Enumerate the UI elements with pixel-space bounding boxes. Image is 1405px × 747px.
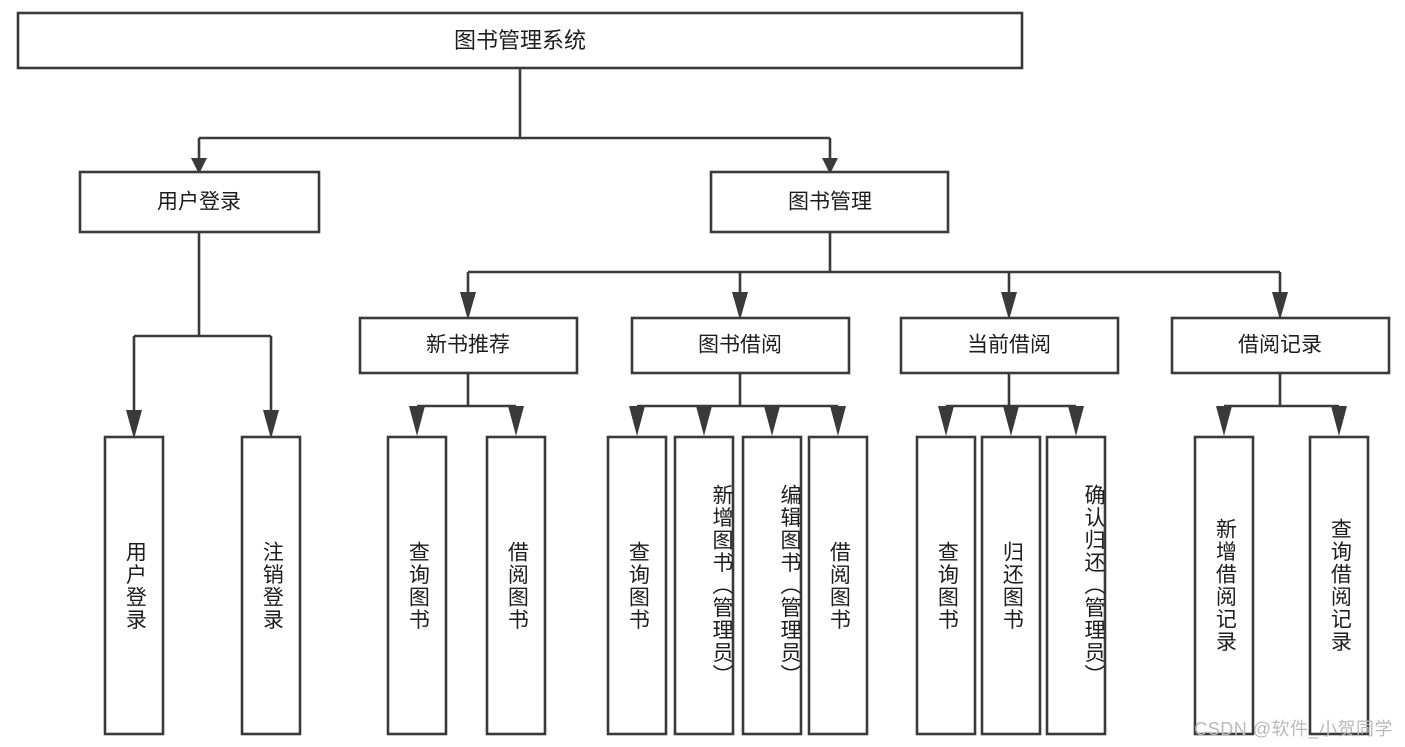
node-leaf-add-record-box[interactable]: [1193, 435, 1255, 736]
node-user-login-box[interactable]: [78, 170, 321, 234]
node-leaf-borrow-book-2-box[interactable]: [807, 435, 869, 736]
node-borrow-record[interactable]: 借阅记录: [1170, 316, 1391, 375]
node-leaf-return-book-box[interactable]: [980, 435, 1042, 736]
node-book-borrow-label: 图书借阅: [698, 334, 782, 357]
node-book-manage-box[interactable]: [709, 170, 950, 234]
arrow-head-leaf-user-logout: [263, 410, 279, 439]
arrow-head-book-manage: [822, 158, 838, 174]
node-leaf-query-book-3-box[interactable]: [915, 435, 977, 736]
arrow-head-current-borrow: [1001, 292, 1017, 320]
node-new-book-rec-box[interactable]: [358, 316, 579, 375]
node-book-manage-label: 图书管理: [788, 191, 872, 214]
node-leaf-query-book-2-box[interactable]: [606, 435, 668, 736]
node-leaf-user-logout-box[interactable]: [240, 435, 302, 736]
arrow-head-leaf-query-book-3: [938, 406, 954, 436]
node-new-book-rec-label: 新书推荐: [426, 334, 510, 357]
node-leaf-query-book-1-box[interactable]: [386, 435, 448, 736]
node-book-borrow-box[interactable]: [630, 316, 851, 375]
arrow-head-leaf-query-book-2: [629, 406, 645, 436]
node-borrow-record-box[interactable]: [1170, 316, 1391, 375]
node-root-label: 图书管理系统: [454, 28, 586, 53]
arrow-head-leaf-query-book-1: [409, 406, 425, 436]
node-layer: 图书管理系统 用户登录 图书管理 新书推荐 图书借阅: [16, 11, 1391, 736]
node-root-box[interactable]: [16, 11, 1024, 70]
node-leaf-edit-book-box[interactable]: [741, 435, 803, 736]
arrow-head-book-borrow: [732, 292, 748, 320]
node-borrow-record-label: 借阅记录: [1238, 334, 1322, 357]
arrow-head-borrow-record: [1272, 292, 1288, 320]
node-current-borrow-label: 当前借阅: [967, 334, 1051, 357]
node-leaf-borrow-book-1-box[interactable]: [485, 435, 547, 736]
arrow-head-leaf-edit-book: [764, 406, 780, 436]
arrow-head-user-login: [191, 158, 207, 174]
node-book-borrow[interactable]: 图书借阅: [630, 316, 851, 375]
node-current-borrow-box[interactable]: [899, 316, 1120, 375]
arrow-head-leaf-user-login: [126, 410, 142, 439]
node-current-borrow[interactable]: 当前借阅: [899, 316, 1120, 375]
node-book-manage[interactable]: 图书管理: [709, 170, 950, 234]
arrow-head-leaf-return-book: [1003, 406, 1019, 436]
arrow-head-leaf-borrow-book-1: [508, 406, 524, 436]
node-leaf-query-record-box[interactable]: [1308, 435, 1370, 736]
node-leaf-confirm-return-box[interactable]: [1045, 435, 1107, 736]
node-root[interactable]: 图书管理系统: [16, 11, 1024, 70]
arrow-head-leaf-confirm-return: [1068, 406, 1084, 436]
arrow-head-new-book-rec: [460, 292, 476, 320]
node-user-login[interactable]: 用户登录: [78, 170, 321, 234]
connector-layer: [126, 68, 1347, 439]
arrow-head-leaf-borrow-book-2: [830, 406, 846, 436]
arrow-head-leaf-add-book: [696, 406, 712, 436]
csdn-watermark: CSDN @软件_小贺同学: [1194, 719, 1393, 739]
arrow-head-leaf-query-record: [1331, 406, 1347, 436]
node-user-login-label: 用户登录: [157, 191, 241, 214]
arrow-head-leaf-add-record: [1216, 406, 1232, 436]
node-new-book-rec[interactable]: 新书推荐: [358, 316, 579, 375]
node-leaf-user-login-box[interactable]: [103, 435, 165, 736]
node-leaf-add-book-box[interactable]: [673, 435, 735, 736]
